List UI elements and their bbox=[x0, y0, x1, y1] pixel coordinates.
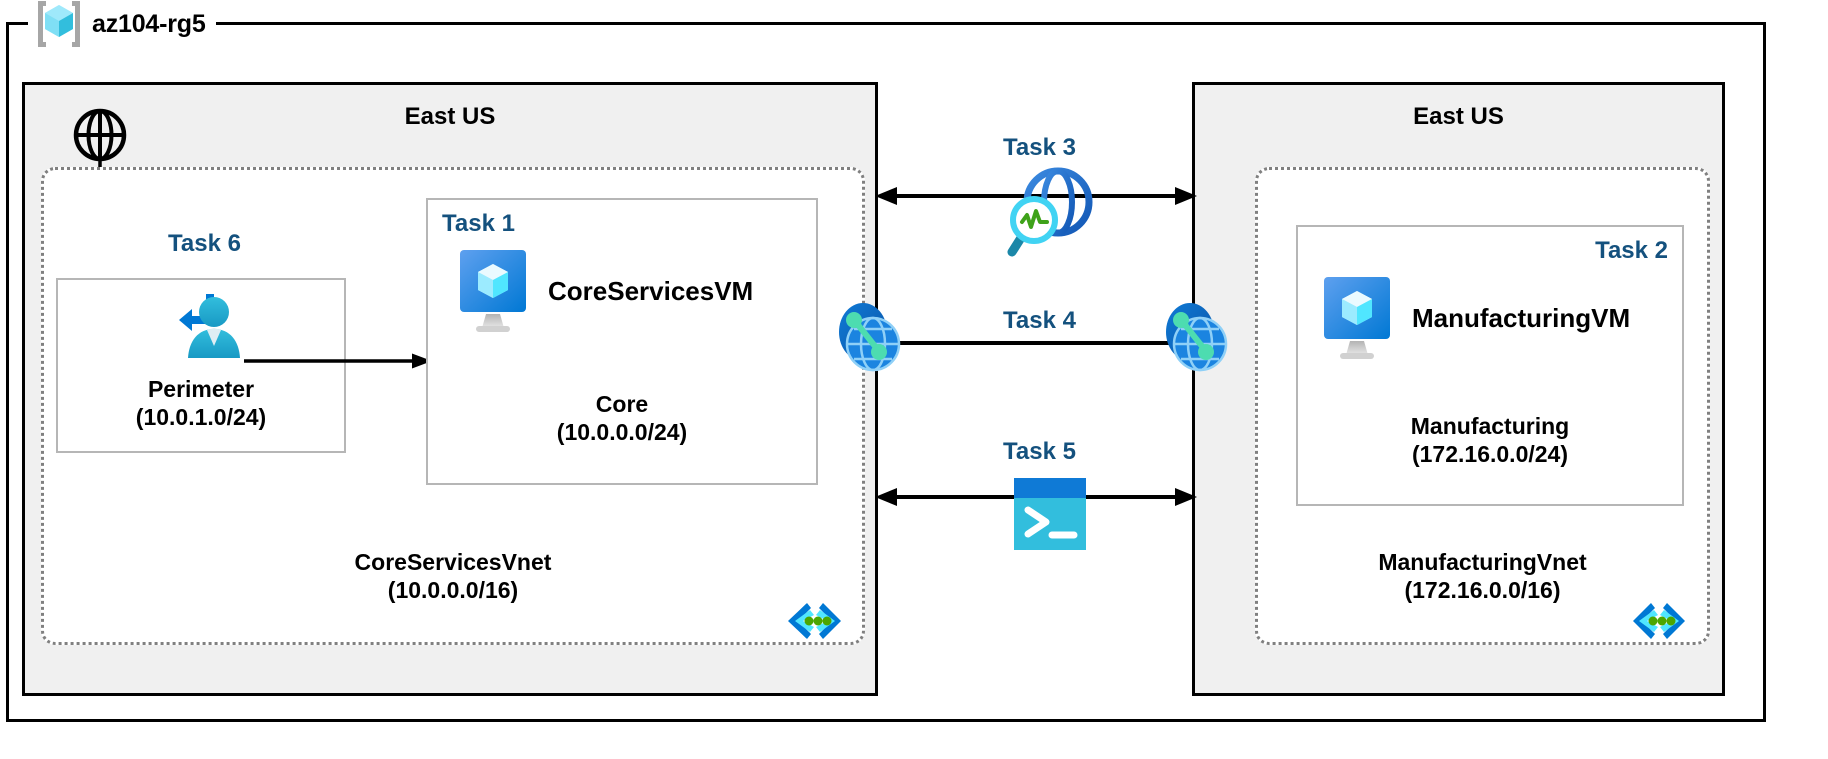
subnet-perimeter-label: Perimeter (10.0.1.0/24) bbox=[58, 375, 344, 431]
subnet-manufacturing-label: Manufacturing (172.16.0.0/24) bbox=[1298, 412, 1682, 468]
vnet-manufacturing-cidr: (172.16.0.0/16) bbox=[1404, 577, 1561, 604]
perimeter-to-core-arrow bbox=[244, 350, 434, 372]
vnet-subnet-code-icon bbox=[784, 598, 846, 644]
subnet-manufacturing-cidr: (172.16.0.0/24) bbox=[1411, 441, 1568, 468]
task-label-task1: Task 1 bbox=[442, 210, 515, 237]
vnet-manufacturing: Task 2 bbox=[1255, 167, 1710, 645]
subnet-core: Task 1 bbox=[426, 198, 818, 485]
region-panel-left: East US Task 6 bbox=[22, 82, 878, 696]
vm-coreservicesvm-label: CoreServicesVM bbox=[548, 275, 754, 306]
subnet-perimeter-name: Perimeter bbox=[147, 376, 255, 402]
vm-manufacturingvm: ManufacturingVM bbox=[1320, 275, 1630, 361]
subnet-core-name: Core bbox=[595, 391, 649, 417]
vnet-coreservices-label: CoreServicesVnet (10.0.0.0/16) bbox=[44, 548, 862, 604]
resource-group-cube-icon bbox=[32, 0, 86, 50]
subnet-perimeter: Perimeter (10.0.1.0/24) bbox=[56, 278, 346, 453]
vnet-peering-icon bbox=[1160, 298, 1232, 380]
region-title-left: East US bbox=[404, 103, 496, 130]
network-watcher-icon bbox=[1000, 167, 1096, 260]
vm-coreservicesvm: CoreServicesVM bbox=[456, 248, 753, 334]
resource-group-header: az104-rg5 bbox=[28, 0, 216, 48]
subnet-core-cidr: (10.0.0.0/24) bbox=[556, 419, 688, 446]
vnet-peering-icon bbox=[833, 298, 905, 380]
task-label-task3: Task 3 bbox=[1003, 134, 1076, 161]
virtual-machine-icon bbox=[456, 248, 530, 334]
resource-group-frame bbox=[6, 22, 1766, 722]
task-label-task2: Task 2 bbox=[1595, 237, 1668, 264]
cloud-shell-terminal-icon bbox=[1012, 476, 1088, 552]
user-access-icon bbox=[162, 288, 248, 374]
task4-connection-arrow bbox=[875, 332, 1197, 354]
subnet-manufacturing: Task 2 bbox=[1296, 225, 1684, 506]
subnet-core-label: Core (10.0.0.0/24) bbox=[428, 390, 816, 446]
region-panel-right: East US Task 2 bbox=[1192, 82, 1725, 696]
vm-manufacturingvm-label: ManufacturingVM bbox=[1412, 302, 1631, 333]
task-label-task6: Task 6 bbox=[168, 230, 241, 257]
vnet-coreservices-cidr: (10.0.0.0/16) bbox=[387, 577, 519, 604]
task-label-task5: Task 5 bbox=[1003, 438, 1076, 465]
task3-connection-arrow bbox=[875, 185, 1197, 207]
resource-group-name: az104-rg5 bbox=[92, 9, 206, 38]
internet-globe-icon bbox=[72, 107, 128, 163]
virtual-machine-icon bbox=[1320, 275, 1394, 361]
subnet-perimeter-cidr: (10.0.1.0/24) bbox=[135, 404, 267, 431]
subnet-manufacturing-name: Manufacturing bbox=[1410, 413, 1570, 439]
vnet-manufacturing-name: ManufacturingVnet bbox=[1378, 549, 1587, 575]
vnet-coreservices: Task 6 bbox=[41, 167, 865, 645]
vnet-coreservices-name: CoreServicesVnet bbox=[354, 549, 552, 575]
vnet-subnet-code-icon bbox=[1628, 598, 1690, 644]
region-title-right: East US bbox=[1413, 103, 1504, 130]
task-label-task4: Task 4 bbox=[1003, 307, 1076, 334]
vnet-manufacturing-label: ManufacturingVnet (172.16.0.0/16) bbox=[1258, 548, 1707, 604]
